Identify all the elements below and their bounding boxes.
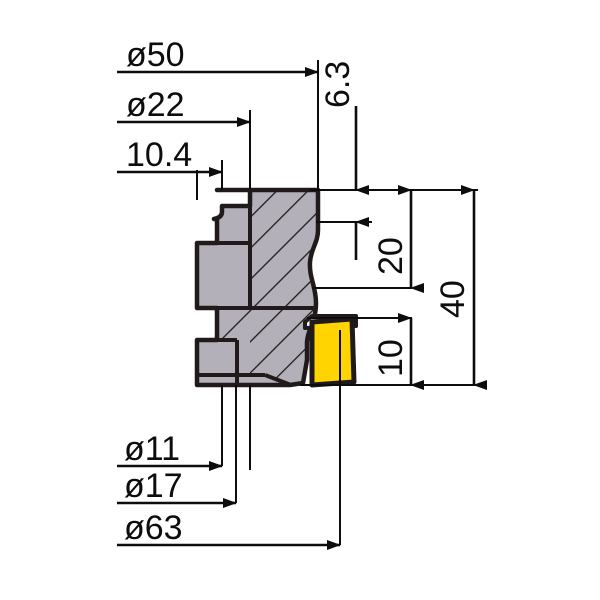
top-dimensions-group: ø50 ø22 10.4 — [117, 36, 319, 177]
dim-label-d11: ø11 — [124, 430, 180, 468]
bottom-dimensions-group: ø11 ø17 ø63 — [117, 430, 341, 550]
dim-label-d50: ø50 — [126, 36, 185, 74]
dim-label-20: 20 — [372, 237, 410, 275]
cutter-body-group — [194, 187, 358, 388]
bottom-taper-slope — [264, 373, 292, 387]
right-dimensions-group: 6.3 20 10 40 — [319, 61, 487, 390]
dim-label-d22: ø22 — [126, 86, 185, 124]
cutter-body-stroke — [194, 187, 321, 388]
dim-label-104: 10.4 — [126, 136, 192, 174]
lower-hatch-fill — [222, 308, 250, 340]
carbide-insert — [309, 316, 357, 388]
section-hatch-fill — [237, 190, 318, 385]
dim-label-63: 6.3 — [319, 61, 357, 108]
lower-hatch-band — [222, 308, 250, 340]
dim-label-d63: ø63 — [124, 509, 183, 547]
dim-label-d17: ø17 — [124, 467, 183, 505]
section-hatch-region — [237, 190, 318, 385]
dim-label-10: 10 — [372, 339, 410, 377]
dim-label-40: 40 — [434, 280, 472, 318]
